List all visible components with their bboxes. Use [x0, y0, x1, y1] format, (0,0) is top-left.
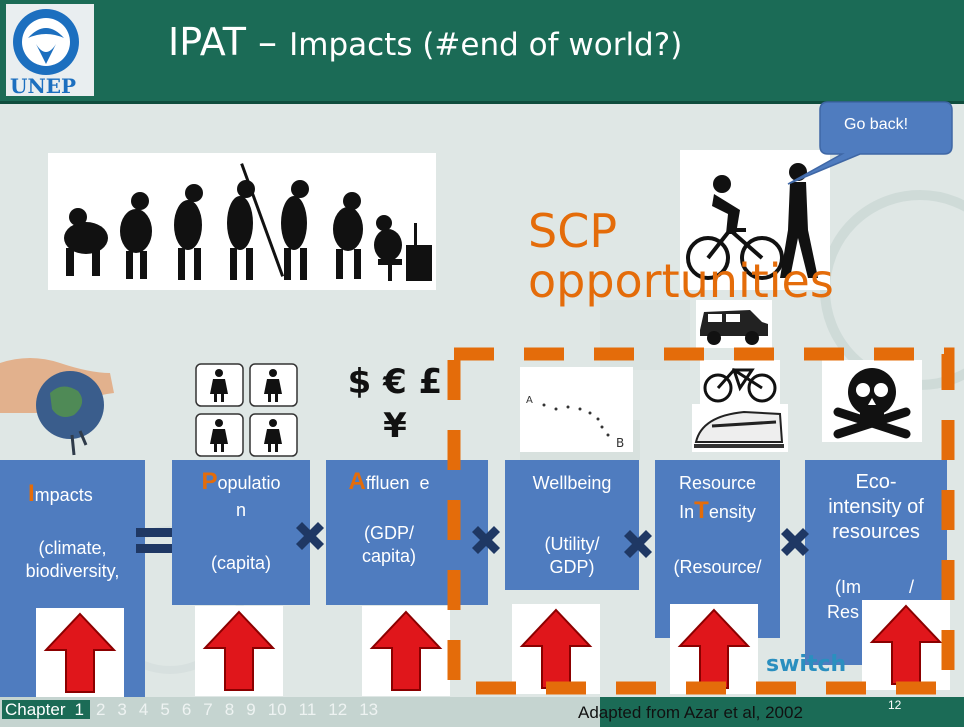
factor-box-wellbeing: Wellbeing (Utility/ GDP): [505, 460, 639, 590]
chapter-link-7[interactable]: 7: [203, 700, 213, 719]
multiply-icon-1: [296, 522, 324, 550]
arrow-card-impacts: [36, 608, 124, 698]
speech-bubble: [787, 101, 953, 185]
chapter-link-5[interactable]: 5: [160, 700, 170, 719]
population-icons: [194, 362, 300, 458]
impacts-detail-1: (climate,: [38, 538, 107, 558]
eco-label-1: Eco-: [855, 471, 897, 493]
chapter-link-6[interactable]: 6: [181, 700, 192, 719]
page-title: IPAT – Impacts (#end of world?): [168, 20, 683, 64]
factor-box-population: Populatio n (capita): [172, 460, 310, 605]
chapter-label: Chapter: [2, 700, 69, 719]
chapter-link-4[interactable]: 4: [138, 700, 149, 719]
evolution-image: [48, 153, 436, 290]
equals-sign: [132, 520, 176, 560]
affluence-label: ffluen: [365, 473, 410, 493]
population-letter: P: [201, 468, 218, 495]
title-bar: [0, 0, 964, 104]
affluence-letter: A: [348, 468, 366, 495]
affluence-label-tail: e: [419, 473, 430, 493]
chapter-link-11[interactable]: 11: [298, 700, 317, 719]
intensity-letter: T: [694, 497, 709, 524]
callout-text: Go back!: [844, 116, 909, 133]
impacts-label: mpacts: [34, 485, 93, 505]
up-arrow-icon: [369, 610, 443, 691]
impacts-letter: I: [28, 480, 35, 507]
arrow-card-affluence: [362, 606, 450, 696]
cyclist-walker-image: [680, 150, 830, 290]
arrow-card-population: [195, 606, 283, 696]
population-label: opulatio: [217, 473, 281, 493]
suv-image: [696, 300, 772, 348]
affluence-detail-1: (GDP/: [363, 523, 414, 543]
multiply-icon-2: [472, 526, 500, 554]
scp-dashed-frame: [447, 347, 955, 695]
population-detail: (capita): [210, 553, 272, 573]
arrow-card-wellbeing: [512, 604, 600, 694]
multiply-icon-3: [624, 530, 652, 558]
unep-logo: UNEP: [6, 4, 94, 98]
chapter-link-12[interactable]: 12: [328, 700, 348, 719]
eco-detail-2: Res: [827, 602, 860, 622]
chapter-link-2[interactable]: 2: [95, 700, 106, 719]
chapter-link-3[interactable]: 3: [117, 700, 127, 719]
up-arrow-icon: [43, 612, 117, 693]
multiply-icon-4: [781, 528, 809, 556]
currency-symbols: $ € £ ¥: [340, 360, 450, 448]
wellbeing-sketch: A B: [520, 367, 633, 452]
currency-row-2: ¥: [383, 406, 407, 446]
footer-left-bar: [0, 697, 600, 727]
chapter-link-9[interactable]: 9: [246, 700, 256, 719]
bicycle-image: [700, 360, 780, 404]
svg-text:A: A: [526, 395, 533, 406]
source-credit: Adapted from Azar et al, 2002: [578, 703, 803, 722]
page-number: 12: [888, 698, 902, 712]
wellbeing-label: Wellbeing: [532, 473, 612, 493]
arrow-card-eco-intensity: [862, 600, 950, 690]
chapter-link-10[interactable]: 10: [267, 700, 287, 719]
currency-row-1: $ € £: [347, 362, 443, 402]
wellbeing-detail-2: GDP): [549, 557, 595, 577]
chapter-link-1[interactable]: 1: [68, 700, 90, 719]
hand-globe-image: [0, 333, 120, 458]
resource-detail: (Resource/: [673, 557, 762, 577]
svg-text:UNEP: UNEP: [10, 74, 76, 96]
population-label-2: n: [235, 500, 246, 520]
eco-detail-1-tail: /: [909, 577, 915, 597]
chapter-link-13[interactable]: 13: [359, 700, 379, 719]
wellbeing-detail-1: (Utility/: [544, 534, 600, 554]
arrow-card-resource-intensity: [670, 604, 758, 694]
eco-label-3: resources: [832, 521, 920, 543]
resource-label: Resource: [678, 473, 757, 493]
svg-text:B: B: [616, 436, 624, 450]
chapter-link-8[interactable]: 8: [224, 700, 235, 719]
skull-crossbones-image: [822, 360, 922, 442]
footer-right-bar: [600, 697, 964, 727]
impacts-detail-2: biodiversity,: [25, 561, 120, 581]
train-image: [692, 404, 788, 452]
eco-label-2: intensity of: [828, 496, 924, 518]
affluence-detail-2: capita): [361, 546, 417, 566]
intensity-pre: In: [679, 502, 695, 522]
switch-logo: switch: [766, 652, 847, 677]
intensity-post: ensity: [708, 502, 756, 522]
up-arrow-icon: [202, 610, 276, 691]
eco-detail-1: (Im: [835, 577, 861, 597]
